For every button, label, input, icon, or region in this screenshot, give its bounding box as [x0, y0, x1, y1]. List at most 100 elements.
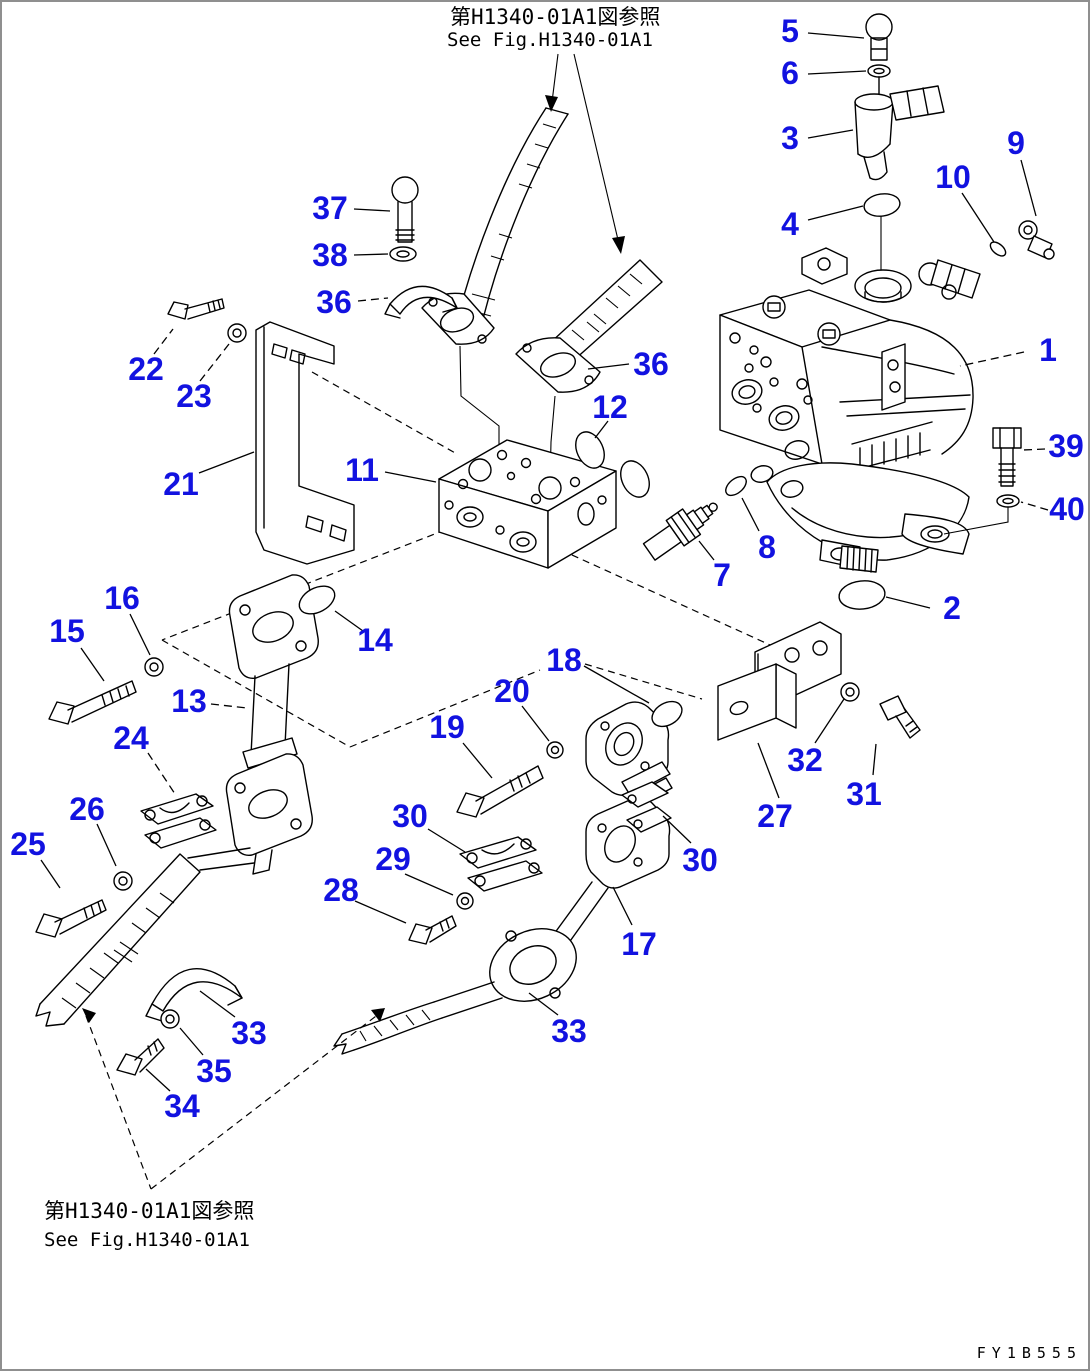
leader-line-25 — [40, 859, 61, 889]
callout-5: 5 — [781, 13, 799, 49]
leader-line-18 — [583, 665, 650, 704]
callout-6: 6 — [781, 55, 799, 91]
callout-19: 19 — [429, 709, 465, 745]
callout-16: 16 — [104, 580, 140, 616]
callout-26: 26 — [69, 791, 105, 827]
washer-35 — [160, 1009, 180, 1029]
o-ring-10 — [989, 241, 1007, 257]
bottom-reference-en: See Fig.H1340-01A1 — [44, 1229, 250, 1251]
bolt-34 — [116, 1038, 165, 1076]
leader-line-32 — [814, 698, 845, 744]
callout-39: 39 — [1048, 428, 1084, 464]
hose-a-group — [421, 107, 569, 453]
leader-line-12 — [594, 420, 609, 439]
leader-line-36 — [357, 297, 389, 302]
callout-18: 18 — [546, 642, 582, 678]
clamp-30-left — [459, 836, 543, 892]
callout-34: 34 — [164, 1088, 200, 1124]
leader-line-15 — [80, 647, 105, 682]
leader-line-23 — [199, 343, 230, 382]
callout-24: 24 — [113, 720, 149, 756]
bolt-22 — [167, 298, 225, 320]
leader-line-14 — [334, 610, 364, 632]
callout-31: 31 — [846, 776, 882, 812]
o-ring-8 — [725, 475, 747, 497]
leader-line-30 — [427, 828, 466, 853]
callout-12: 12 — [592, 389, 628, 425]
leader-line-13 — [210, 703, 248, 709]
callout-10: 10 — [935, 159, 971, 195]
callout-37: 37 — [312, 190, 348, 226]
leader-line-38 — [353, 253, 389, 256]
bolt-19 — [456, 765, 544, 818]
leader-line-26 — [96, 823, 117, 867]
leader-line-36 — [587, 363, 630, 370]
callout-2: 2 — [943, 590, 961, 626]
leader-line-17 — [612, 886, 633, 926]
washer-16 — [144, 657, 164, 677]
leader-line-33 — [199, 990, 236, 1018]
top-reference-en: See Fig.H1340-01A1 — [447, 29, 653, 51]
leader-line-29 — [404, 873, 454, 896]
bracket-27 — [717, 621, 842, 741]
leader-line-30 — [662, 815, 692, 844]
leader-line-35 — [179, 1027, 204, 1056]
top-reference-jp: 第H1340-01A1図参照 — [450, 5, 660, 29]
pipe-13-assembly — [225, 574, 319, 875]
leader-line-39 — [1022, 448, 1046, 451]
clamp-36-loose — [384, 285, 458, 319]
drain-plug-group — [854, 13, 945, 181]
callout-25: 25 — [10, 826, 46, 862]
leader-line-7 — [698, 540, 715, 561]
leader-line-1 — [959, 351, 1025, 367]
washer-26 — [113, 871, 133, 891]
callout-11: 11 — [345, 452, 379, 488]
leader-line-28 — [354, 900, 407, 924]
leader-line-37 — [353, 208, 391, 212]
leader-line-22 — [153, 328, 174, 355]
clamp-33-left — [145, 968, 243, 1022]
swing-motor-assembly — [719, 247, 981, 573]
callout-27: 27 — [757, 798, 793, 834]
callout-22: 22 — [128, 351, 164, 387]
bolt-39 — [992, 427, 1022, 487]
leader-line-16 — [129, 613, 151, 656]
leader-line-33 — [528, 992, 559, 1016]
callout-7: 7 — [713, 557, 731, 593]
leader-line-9 — [1020, 159, 1037, 217]
bottom-reference-leaders — [82, 1008, 385, 1190]
washer-20 — [546, 741, 564, 759]
callout-21: 21 — [163, 466, 199, 502]
fitting-9-group — [989, 220, 1055, 260]
leader-line-27 — [757, 742, 780, 799]
o-ring-2 — [838, 580, 886, 610]
washer-29 — [456, 892, 474, 910]
hose-b-group — [515, 259, 663, 485]
callout-38: 38 — [312, 237, 348, 273]
callout-15: 15 — [49, 613, 85, 649]
nipple-7 — [642, 502, 718, 561]
callout-17: 17 — [621, 926, 657, 962]
group-dash-lines — [161, 371, 791, 748]
bolt-25 — [35, 899, 107, 938]
callout-32: 32 — [787, 742, 823, 778]
leader-line-20 — [521, 705, 550, 742]
callout-28: 28 — [323, 872, 359, 908]
washer-38 — [389, 246, 417, 262]
clamp-30-right — [621, 781, 672, 833]
leader-line-19 — [462, 742, 493, 779]
callout-1: 1 — [1039, 332, 1057, 368]
leader-line-3 — [807, 129, 854, 139]
leader-line-2 — [885, 596, 931, 609]
o-ring-14 — [298, 585, 336, 615]
bracket-21 — [255, 321, 355, 565]
bolt-37 — [391, 176, 419, 243]
o-ring-18 — [651, 700, 683, 728]
callout-13: 13 — [171, 683, 207, 719]
manifold-block-11 — [438, 439, 617, 569]
leader-line-5 — [807, 32, 865, 39]
callout-4: 4 — [781, 206, 799, 242]
callout-30: 30 — [682, 842, 718, 878]
